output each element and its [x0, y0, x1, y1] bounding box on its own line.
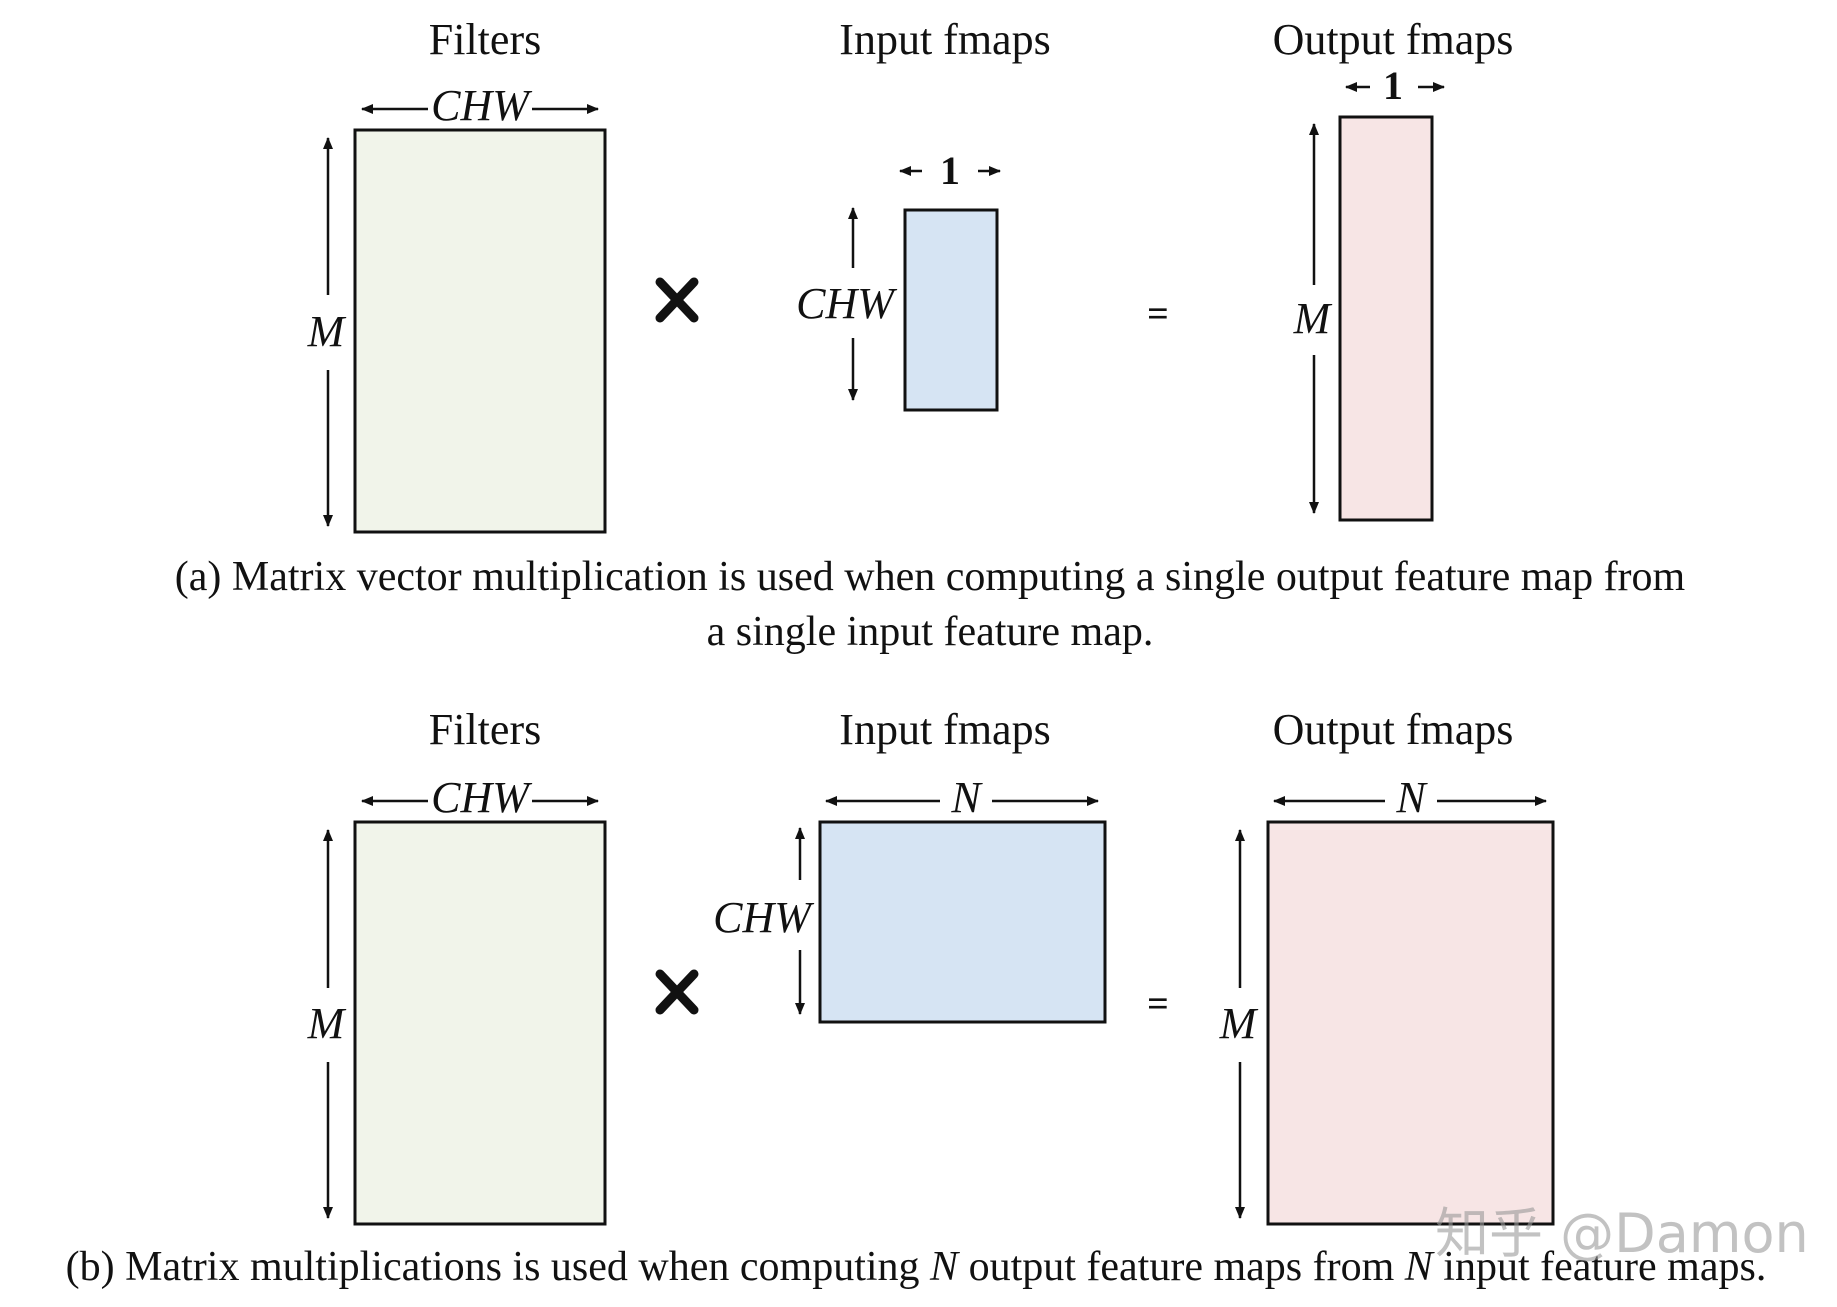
input-width-label: 1	[940, 148, 960, 193]
input-fmaps-title: Input fmaps	[839, 15, 1050, 64]
caption-a-line1: (a) Matrix vector multiplication is used…	[175, 554, 1686, 600]
filters-width-label: CHW	[431, 81, 532, 130]
filters-matrix	[353, 128, 607, 534]
filters-height-label: M	[307, 999, 347, 1048]
filters-width-label: CHW	[431, 773, 532, 822]
output-vector	[1338, 115, 1434, 522]
caption-b-suffix: input feature maps.	[1433, 1244, 1767, 1290]
output-fmaps-title: Output fmaps	[1273, 705, 1514, 754]
filters-title: Filters	[429, 15, 541, 64]
equals-sign: =	[1147, 293, 1169, 335]
caption-b: (b) Matrix multiplications is used when …	[66, 1244, 1767, 1290]
output-fmaps-title: Output fmaps	[1273, 15, 1514, 64]
input-matrix	[818, 820, 1107, 1024]
output-height-label: M	[1293, 294, 1333, 343]
output-width-label: N	[1395, 773, 1428, 822]
caption-b-var1: N	[929, 1244, 960, 1290]
filters-height-label: M	[307, 307, 347, 356]
caption-b-prefix: (b) Matrix multiplications is used when …	[66, 1244, 930, 1290]
panel-b: Filters Input fmaps Output fmaps CHW M N…	[66, 705, 1767, 1290]
panel-a: Filters Input fmaps Output fmaps CHW M 1…	[175, 15, 1686, 655]
input-height-label: CHW	[713, 893, 814, 942]
watermark: 知乎 @Damon	[1435, 1202, 1809, 1265]
filters-title: Filters	[429, 705, 541, 754]
caption-a-line2: a single input feature map.	[707, 609, 1154, 655]
input-height-label: CHW	[796, 279, 897, 328]
equals-sign: =	[1147, 983, 1169, 1025]
input-width-label: N	[950, 773, 983, 822]
input-vector	[903, 208, 999, 412]
output-width-label: 1	[1383, 63, 1403, 108]
input-fmaps-title: Input fmaps	[839, 705, 1050, 754]
caption-b-middle: output feature maps from	[958, 1244, 1405, 1290]
caption-b-var2: N	[1404, 1244, 1435, 1290]
output-matrix	[1266, 820, 1555, 1226]
multiply-icon	[655, 277, 699, 323]
output-height-label: M	[1219, 999, 1259, 1048]
multiply-icon	[655, 969, 699, 1015]
filters-matrix	[353, 820, 607, 1226]
